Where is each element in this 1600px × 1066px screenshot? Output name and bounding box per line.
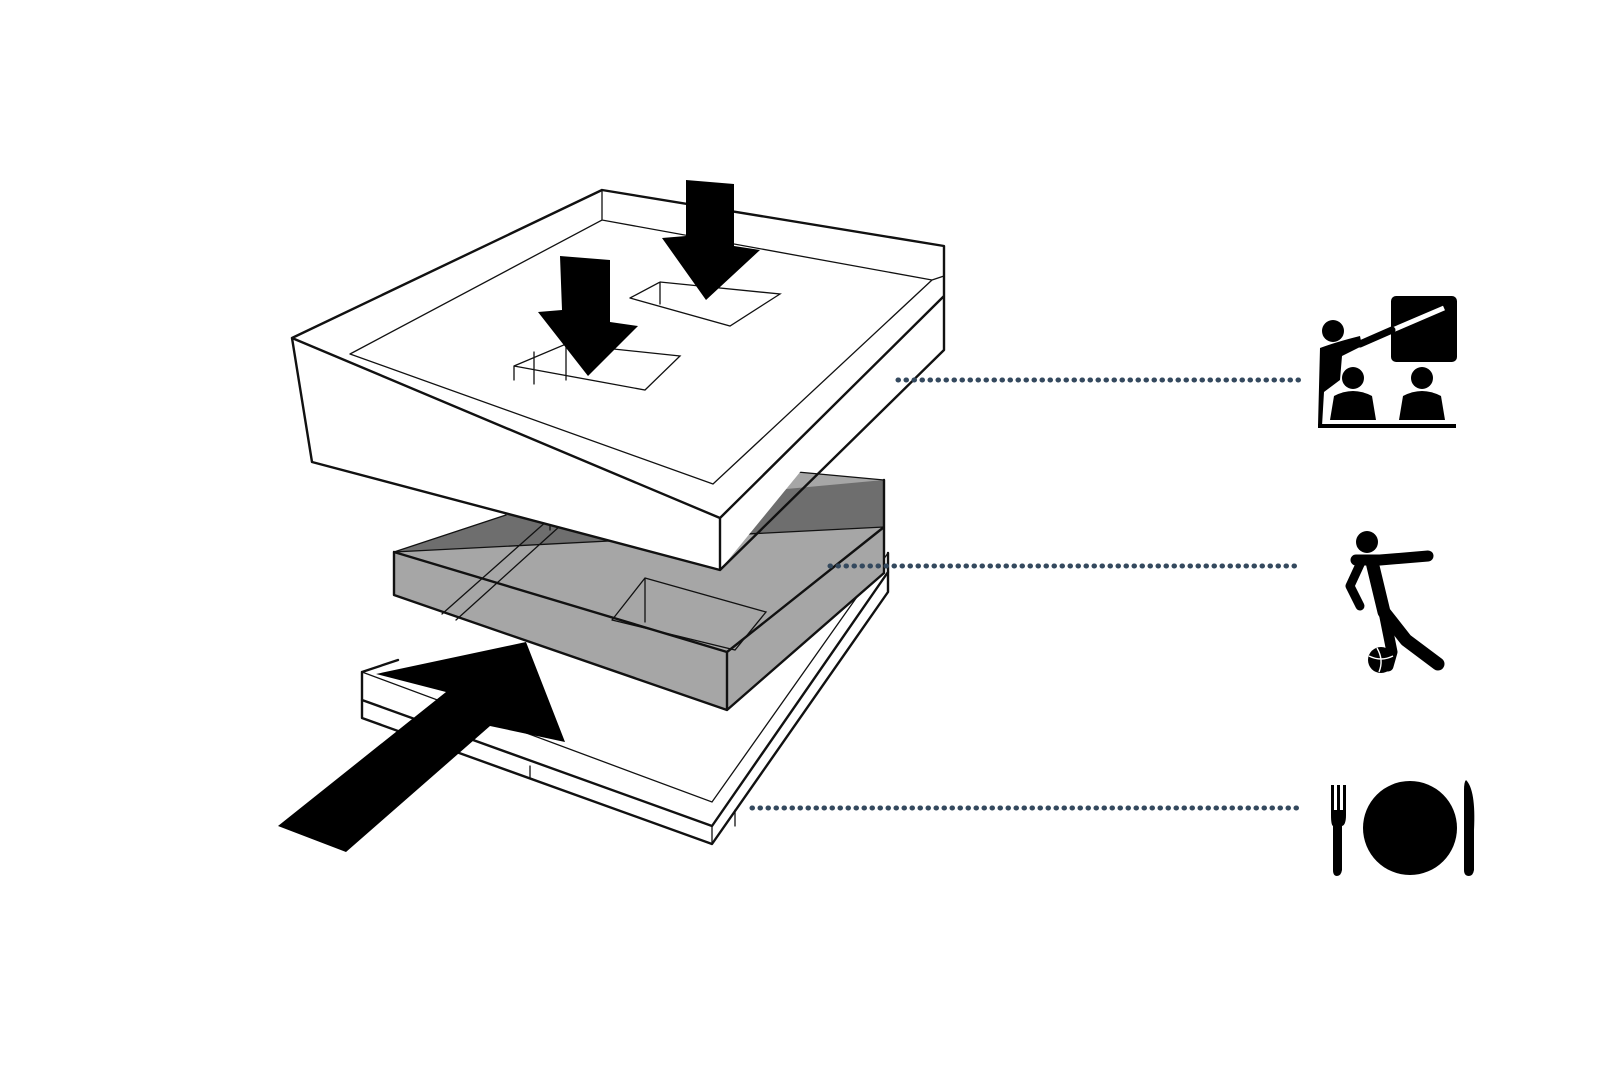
down-arrow-icon bbox=[662, 180, 760, 300]
soccer-player-icon bbox=[1345, 531, 1445, 673]
entry-arrow-icon bbox=[278, 642, 565, 852]
dining-plate-icon bbox=[1331, 780, 1475, 876]
top-slab bbox=[290, 188, 946, 572]
down-arrow-icon bbox=[538, 256, 638, 376]
teacher-classroom-icon bbox=[1318, 296, 1457, 428]
